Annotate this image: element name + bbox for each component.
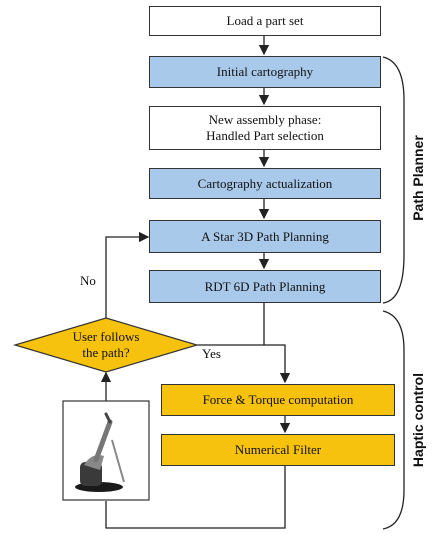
haptic-device-image [62, 400, 150, 501]
no-label: No [80, 273, 96, 288]
haptic-control-label: Haptic control [410, 372, 426, 468]
assembly-phase-box: New assembly phase: Handled Part selecti… [149, 106, 381, 150]
path-planner-brace [382, 56, 405, 304]
decision-label: User follows the path? [72, 329, 140, 360]
yes-label: Yes [202, 346, 221, 361]
numerical-filter-box: Numerical Filter [161, 434, 395, 466]
astar-path-planning-box: A Star 3D Path Planning [149, 220, 381, 253]
decision-diamond [12, 317, 200, 373]
arrow-filter-to-device [105, 466, 286, 529]
path-planner-label: Path Planner [410, 135, 426, 221]
initial-cartography-box: Initial cartography [149, 56, 381, 88]
load-part-set-box: Load a part set [149, 6, 381, 36]
rdt-path-planning-box: RDT 6D Path Planning [149, 270, 381, 303]
haptic-control-brace [382, 310, 405, 530]
force-torque-box: Force & Torque computation [161, 384, 395, 416]
cartography-actualization-box: Cartography actualization [149, 168, 381, 199]
arrow-no-loop [105, 231, 150, 318]
arrow-rdt-to-force [263, 303, 291, 384]
